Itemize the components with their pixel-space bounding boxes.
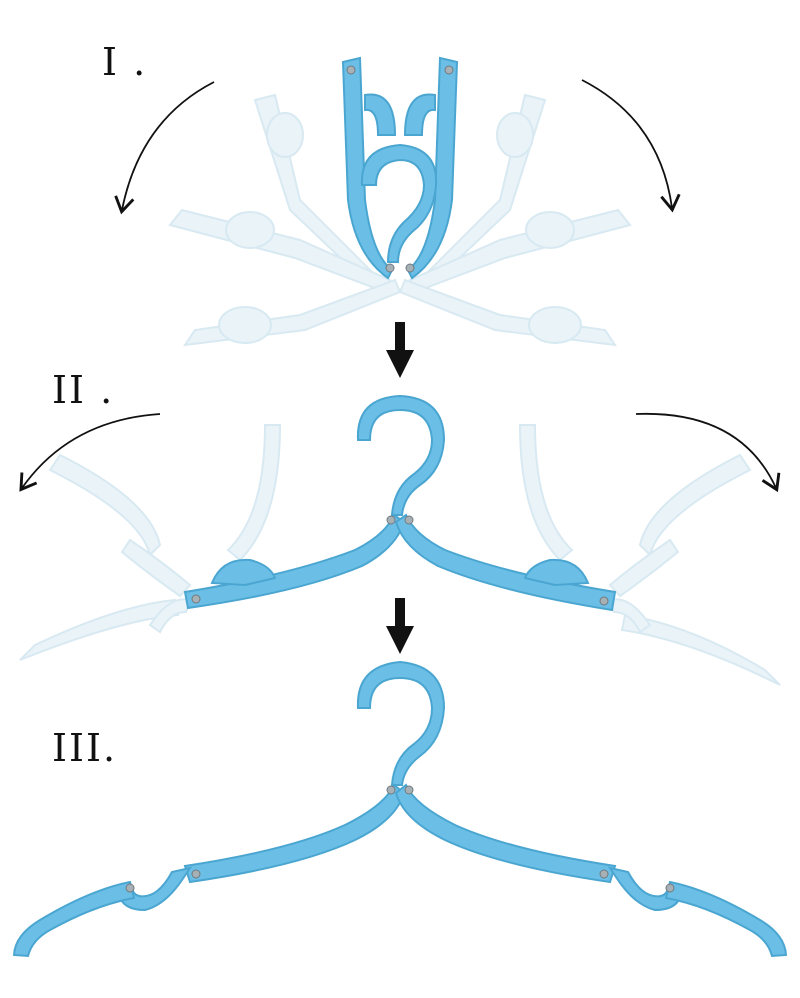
faded-arm-ghosts-left (168, 93, 402, 347)
step-2-label: II . (52, 368, 115, 412)
step-1-label: I . (102, 40, 148, 84)
folded-hanger (341, 56, 459, 280)
rivets-step-1 (346, 65, 454, 273)
step-2-hanger (19, 394, 781, 686)
half-open-hanger (183, 394, 617, 612)
faded-tips-left (19, 424, 282, 661)
step-1-hanger (114, 56, 681, 347)
curved-arrow-icon (114, 81, 215, 215)
curved-arrow-icon (19, 413, 161, 492)
rivets-step-2 (191, 515, 609, 606)
down-arrow-icon (386, 322, 414, 378)
curved-arrow-icon (635, 412, 781, 493)
curved-arrow-icon (581, 79, 681, 213)
step-3-hanger (12, 660, 788, 958)
faded-arm-ghosts-right (398, 93, 632, 347)
down-arrow-icon (386, 598, 414, 654)
rivets-step-3 (125, 785, 675, 893)
step-3-label: III. (52, 726, 118, 770)
faded-tips-right (518, 424, 781, 686)
